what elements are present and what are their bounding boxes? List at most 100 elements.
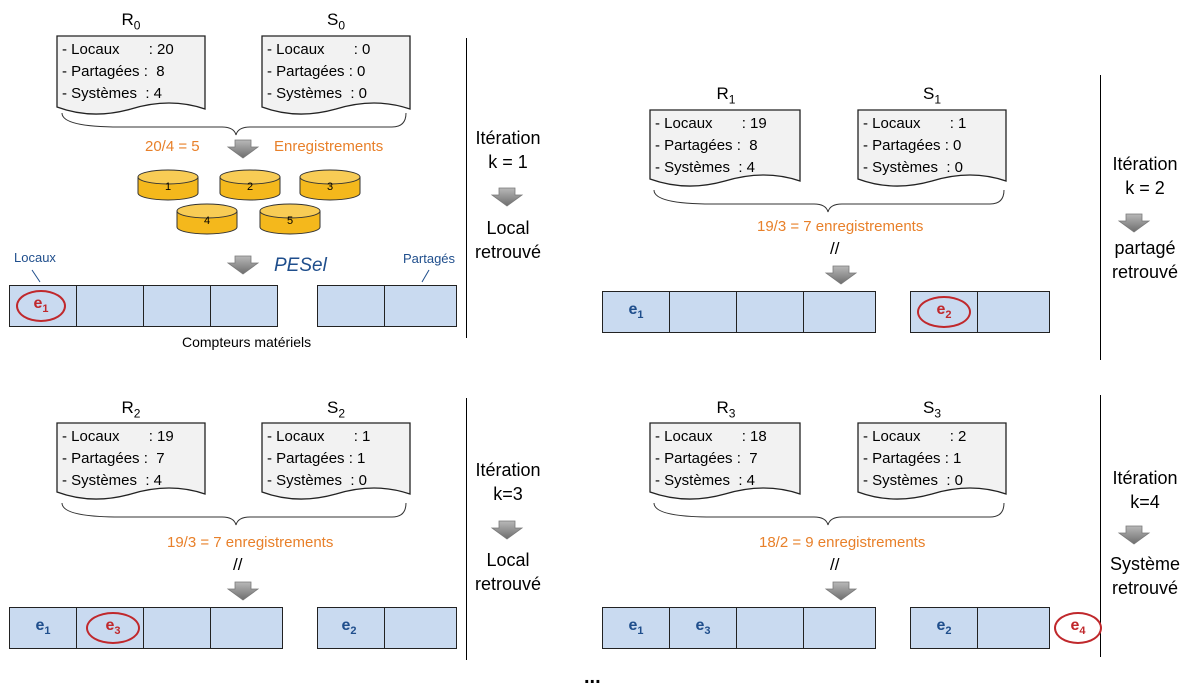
register-2-3 <box>736 291 804 333</box>
calc-2: 19/3 = 7 enregistrements <box>757 218 924 235</box>
brace-2 <box>653 189 1005 213</box>
register-2-2 <box>669 291 737 333</box>
r1-title: R1 <box>716 84 736 107</box>
register-3-3 <box>143 607 211 649</box>
cylinder-3 <box>299 169 361 201</box>
cylinder-label-3: 3 <box>326 181 334 193</box>
register-2-6 <box>977 291 1050 333</box>
register-1-2 <box>76 285 144 327</box>
cylinder-label-1: 1 <box>164 181 172 193</box>
doc-r0 <box>56 35 206 115</box>
cylinder-1 <box>137 169 199 201</box>
register-3-4 <box>210 607 283 649</box>
arrow-down-iter-1 <box>491 187 523 207</box>
s3-content: - Locaux : 2- Partagées : 1- Systèmes : … <box>863 428 967 489</box>
arrow-down-1b <box>227 255 259 275</box>
entry-e1-panel2: e1 <box>628 301 644 322</box>
brace-3 <box>61 502 407 526</box>
s0-content: - Locaux : 0- Partagées : 0- Systèmes : … <box>267 41 371 102</box>
ellipsis: ... <box>584 666 601 688</box>
register-1-3 <box>143 285 211 327</box>
cylinder-2 <box>219 169 281 201</box>
separator-4 <box>1100 395 1101 657</box>
r2-title: R2 <box>121 398 141 421</box>
separator-1 <box>466 38 467 338</box>
cylinder-label-4: 4 <box>203 215 211 227</box>
calc-1: 20/4 = 5 <box>145 138 200 155</box>
highlight-circle-e2 <box>917 296 971 328</box>
entry-e4-panel4: e4 <box>1070 617 1086 638</box>
register-3-1 <box>9 607 77 649</box>
register-1-6 <box>384 285 457 327</box>
label-locaux: Locaux <box>14 250 56 265</box>
cylinder-label-5: 5 <box>286 215 294 227</box>
register-4-3 <box>736 607 804 649</box>
r3-title: R3 <box>716 398 736 421</box>
label-partages: Partagés <box>403 251 456 266</box>
doc-s0 <box>261 35 411 115</box>
calc-4: 18/2 = 9 enregistrements <box>759 534 926 551</box>
r0-content: - Locaux : 20- Partagées : 8- Systèmes :… <box>62 41 174 102</box>
separator-3 <box>466 398 467 660</box>
entry-e3-panel3: e3 <box>105 617 121 638</box>
arrow-down-iter-2 <box>1118 213 1150 233</box>
arrow-down-3 <box>227 581 259 601</box>
highlight-circle-e3 <box>86 612 140 644</box>
arrow-down-iter-3 <box>491 520 523 540</box>
entry-e1-panel4: e1 <box>628 617 644 638</box>
highlight-circle-e4 <box>1054 612 1102 644</box>
cylinder-label-2: 2 <box>246 181 254 193</box>
slash-2: // <box>830 239 840 258</box>
register-2-1 <box>602 291 670 333</box>
slash-3: // <box>233 555 243 574</box>
compteurs-label: Compteurs matériels <box>182 334 312 350</box>
brace-1 <box>61 112 407 136</box>
s2-title: S2 <box>326 398 346 421</box>
r1-content: - Locaux : 19- Partagées : 8- Systèmes :… <box>655 115 767 176</box>
s2-content: - Locaux : 1- Partagées : 1- Systèmes : … <box>267 428 371 489</box>
register-1-5 <box>317 285 385 327</box>
register-4-4 <box>803 607 876 649</box>
r0-title: R0 <box>121 10 141 33</box>
register-1-4 <box>210 285 278 327</box>
arrow-down-2 <box>825 265 857 285</box>
doc-r1 <box>649 109 801 187</box>
arrow-down-4 <box>825 581 857 601</box>
brace-4 <box>653 502 1005 526</box>
r3-content: - Locaux : 18- Partagées : 7- Systèmes :… <box>655 428 767 489</box>
s0-title: S0 <box>326 10 346 33</box>
doc-r3 <box>649 422 801 500</box>
register-4-6 <box>977 607 1050 649</box>
calc-3: 19/3 = 7 enregistrements <box>167 534 334 551</box>
entry-e2-panel4: e2 <box>936 617 952 638</box>
register-4-1 <box>602 607 670 649</box>
s3-title: S3 <box>922 398 942 421</box>
doc-s1 <box>857 109 1007 187</box>
arrow-down-1a <box>227 139 259 159</box>
s1-content: - Locaux : 1- Partagées : 0- Systèmes : … <box>863 115 967 176</box>
entry-e1-panel3: e1 <box>35 617 51 638</box>
register-2-4 <box>803 291 876 333</box>
s1-title: S1 <box>922 84 942 107</box>
highlight-circle-e1 <box>16 290 66 322</box>
entry-e1-panel1: e1 <box>33 295 49 316</box>
calc-1-suffix: Enregistrements <box>274 138 384 155</box>
cylinder-5 <box>259 203 321 235</box>
arrow-down-iter-4 <box>1118 525 1150 545</box>
entry-e2-panel2: e2 <box>936 301 952 322</box>
slash-4: // <box>830 555 840 574</box>
register-3-5 <box>317 607 385 649</box>
doc-s3 <box>857 422 1007 500</box>
entry-e3-panel4: e3 <box>695 617 711 638</box>
register-3-6 <box>384 607 457 649</box>
r2-content: - Locaux : 19- Partagées : 7- Systèmes :… <box>62 428 174 489</box>
